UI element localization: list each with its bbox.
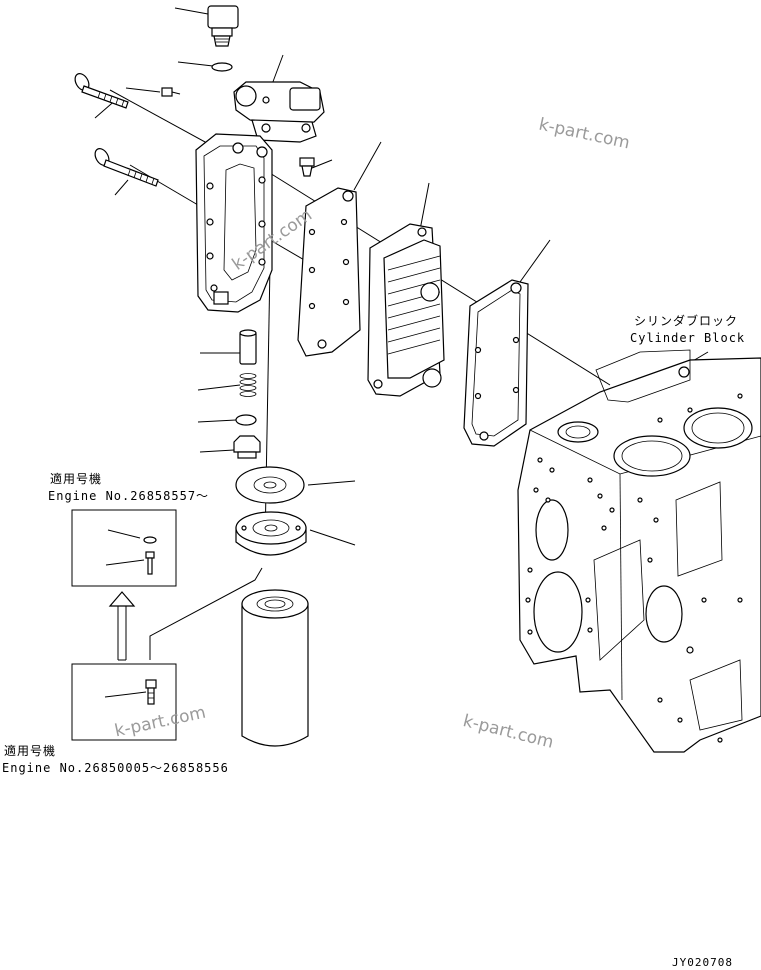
applicable-box-upper	[71, 509, 177, 587]
plug-part	[207, 5, 239, 47]
applicable-upper-en: Engine No.26858557～	[48, 489, 210, 503]
o-ring-top	[211, 62, 233, 72]
filter-head-gasket	[235, 466, 305, 504]
applicable-upper-jp: 適用号機	[50, 472, 103, 486]
applicable-box-lower	[71, 663, 177, 741]
gasket-2	[463, 279, 529, 447]
small-bolt	[161, 87, 181, 97]
cylinder-block-label-en: Cylinder Block	[630, 331, 746, 345]
applicable-lower-jp: 適用号機	[4, 744, 57, 758]
o-ring-valve	[235, 414, 257, 426]
cylinder-block	[517, 349, 761, 753]
gasket-1	[297, 187, 361, 357]
relief-valve	[239, 329, 257, 365]
valve-plug	[233, 435, 261, 459]
upper-box-parts	[143, 536, 157, 575]
long-bolt-upper	[74, 73, 129, 109]
oil-cooler-cover	[195, 133, 273, 313]
applicable-lower-en: Engine No.26850005～26858556	[2, 761, 229, 775]
drawing-code: JY020708	[672, 956, 733, 969]
oil-filter-cartridge	[241, 589, 309, 747]
union-fitting	[299, 157, 315, 177]
oil-cooler-element	[367, 223, 445, 397]
long-bolt-lower	[94, 148, 159, 187]
valve-block	[233, 81, 325, 143]
cylinder-block-label-jp: シリンダブロック	[634, 314, 739, 328]
spring	[239, 373, 257, 397]
filter-head	[235, 511, 307, 556]
lower-box-parts	[145, 679, 157, 705]
update-arrow	[108, 591, 136, 661]
